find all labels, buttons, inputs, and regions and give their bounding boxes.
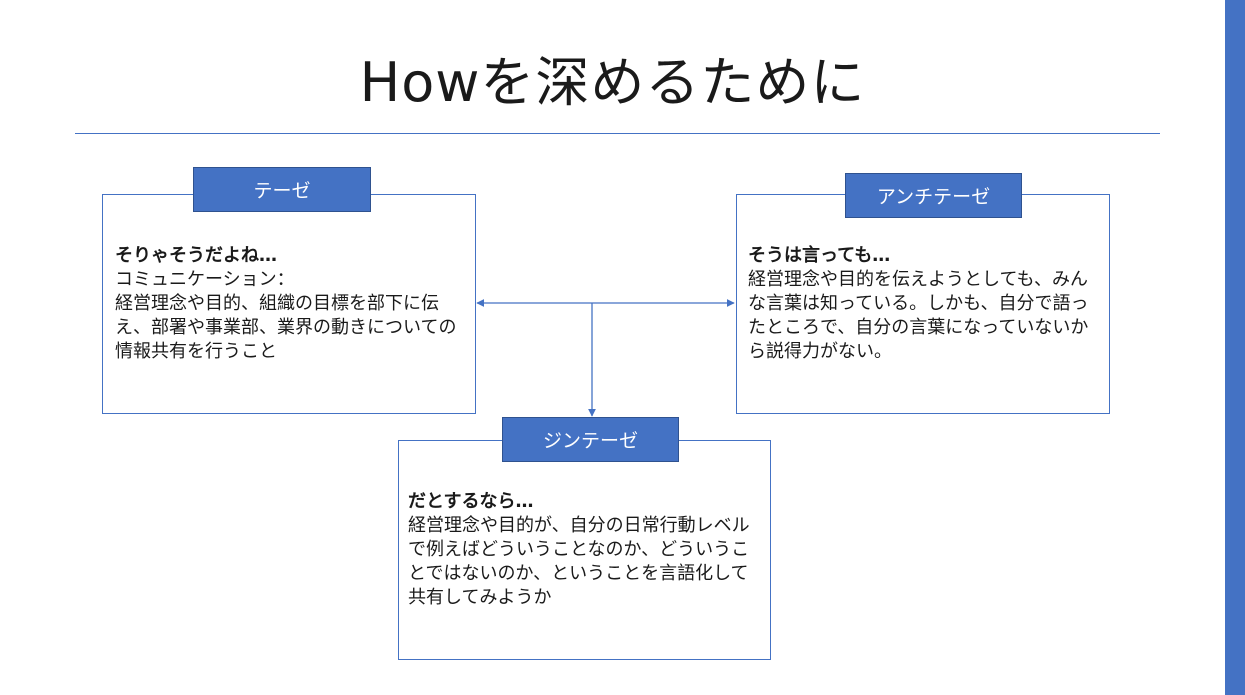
slide-title: Howを深めるために bbox=[359, 51, 866, 114]
thesis-lead: そりゃそうだよね… bbox=[115, 245, 277, 266]
thesis-text: そりゃそうだよね… コミュニケーション： 経営理念や目的、組織の目標を部下に伝え… bbox=[115, 244, 470, 364]
thesis-label: テーゼ bbox=[193, 167, 371, 212]
antithesis-text: そうは言っても… 経営理念や目的を伝えようとしても、みんな言葉は知っている。しか… bbox=[748, 244, 1103, 364]
antithesis-box bbox=[736, 194, 1110, 414]
synthesis-lead: だとするなら… bbox=[408, 491, 534, 512]
antithesis-lead: そうは言っても… bbox=[748, 245, 891, 266]
synthesis-box bbox=[398, 440, 771, 660]
right-accent-bar bbox=[1225, 0, 1245, 695]
antithesis-label: アンチテーゼ bbox=[845, 173, 1022, 218]
synthesis-text: だとするなら… 経営理念や目的が、自分の日常行動レベルで例えばどういうことなのか… bbox=[408, 490, 764, 610]
antithesis-body: 経営理念や目的を伝えようとしても、みんな言葉は知っている。しかも、自分で語ったと… bbox=[748, 269, 1089, 362]
synthesis-label: ジンテーゼ bbox=[502, 417, 679, 462]
synthesis-body: 経営理念や目的が、自分の日常行動レベルで例えばどういうことなのか、どういうことで… bbox=[408, 515, 750, 608]
thesis-body: コミュニケーション： 経営理念や目的、組織の目標を部下に伝え、部署や事業部、業界… bbox=[115, 269, 457, 362]
title-divider bbox=[75, 133, 1160, 134]
